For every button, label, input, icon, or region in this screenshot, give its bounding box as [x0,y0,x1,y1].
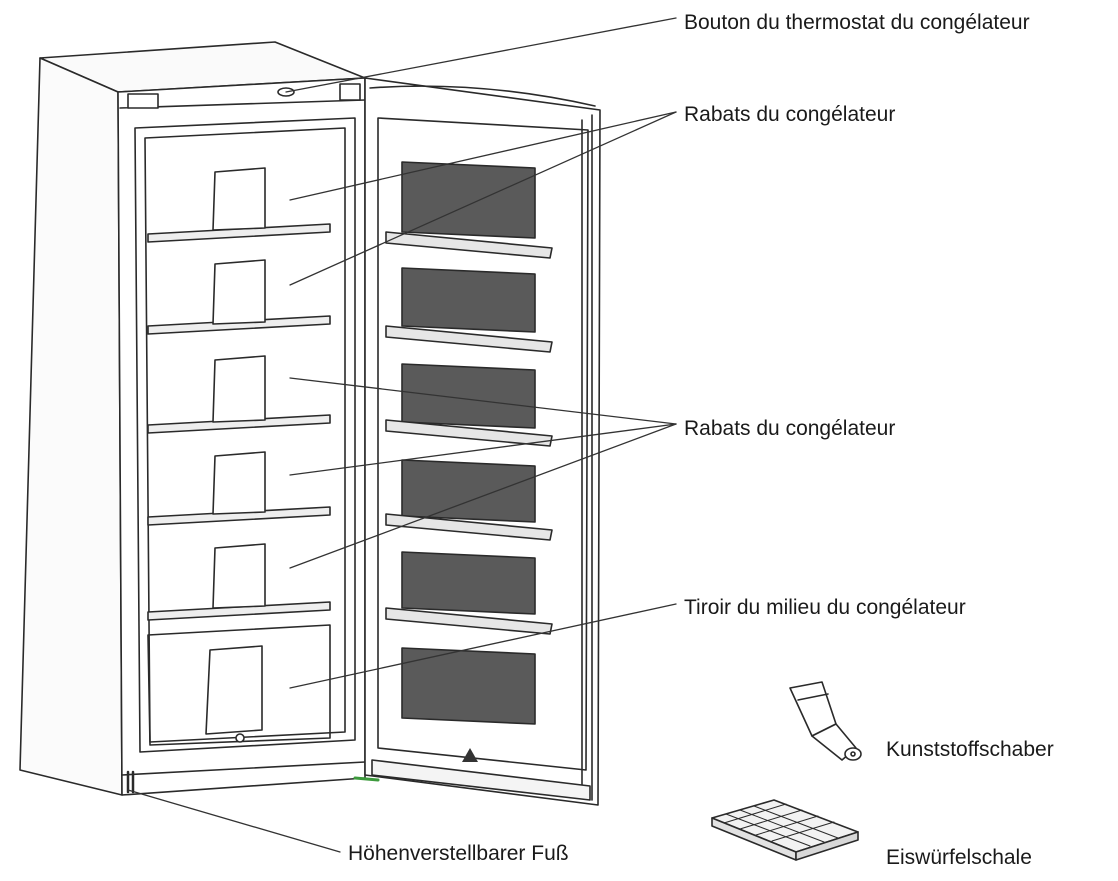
thermostat-label: Bouton du thermostat du congélateur [684,11,1030,34]
ice-tray-label: Eiswürfelschale [886,846,1032,869]
freezer-flaps-middle-label: Rabats du congélateur [684,417,896,440]
door-emblem-icon [462,748,478,762]
middle-drawer-label: Tiroir du milieu du congélateur [684,596,966,619]
plastic-scraper-icon [789,681,862,761]
ice-cube-tray-icon [711,799,859,861]
adjustable-foot-label: Höhenverstellbarer Fuß [348,842,569,865]
thermostat-knob [277,87,295,97]
leader-lines [127,17,677,853]
door-panels [401,161,536,725]
plastic-scraper-label: Kunststoffschaber [886,738,1054,761]
freezer-flaps-upper-label: Rabats du congélateur [684,103,896,126]
flap-tabs [205,167,266,735]
door-ledges [385,231,553,635]
bottom-drawer [147,624,331,746]
cabinet-shelves [147,223,331,621]
